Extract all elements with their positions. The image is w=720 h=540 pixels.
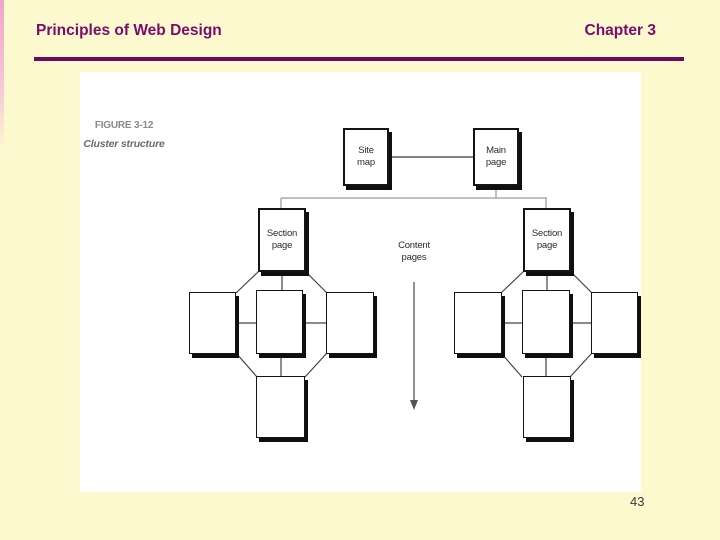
figure-panel: FIGURE 3-12 Cluster structure Site map M…	[80, 72, 641, 492]
slide-title: Principles of Web Design	[36, 22, 222, 39]
node-content-right-east	[591, 292, 638, 354]
figure-name: Cluster structure	[83, 138, 165, 150]
page-number: 43	[630, 494, 645, 509]
left-edge-strip	[0, 0, 4, 150]
node-section-page-right: Section page	[523, 208, 571, 272]
node-content-left-west	[189, 292, 236, 354]
node-main-page: Main page	[473, 128, 519, 186]
content-pages-label: Content pages	[398, 240, 430, 264]
node-content-right-south	[523, 376, 571, 438]
header-divider	[34, 57, 684, 61]
node-content-left-east	[326, 292, 374, 354]
node-section-page-left: Section page	[258, 208, 306, 272]
node-content-right-west	[454, 292, 502, 354]
node-content-left-south	[256, 376, 305, 438]
node-site-map: Site map	[343, 128, 389, 186]
figure-caption: FIGURE 3-12 Cluster structure	[70, 120, 178, 150]
node-content-left-center	[256, 290, 303, 354]
diagram-connector-lines	[235, 156, 593, 410]
chapter-label: Chapter 3	[584, 22, 657, 39]
figure-number: FIGURE 3-12	[94, 120, 154, 131]
node-content-right-center	[522, 290, 570, 354]
